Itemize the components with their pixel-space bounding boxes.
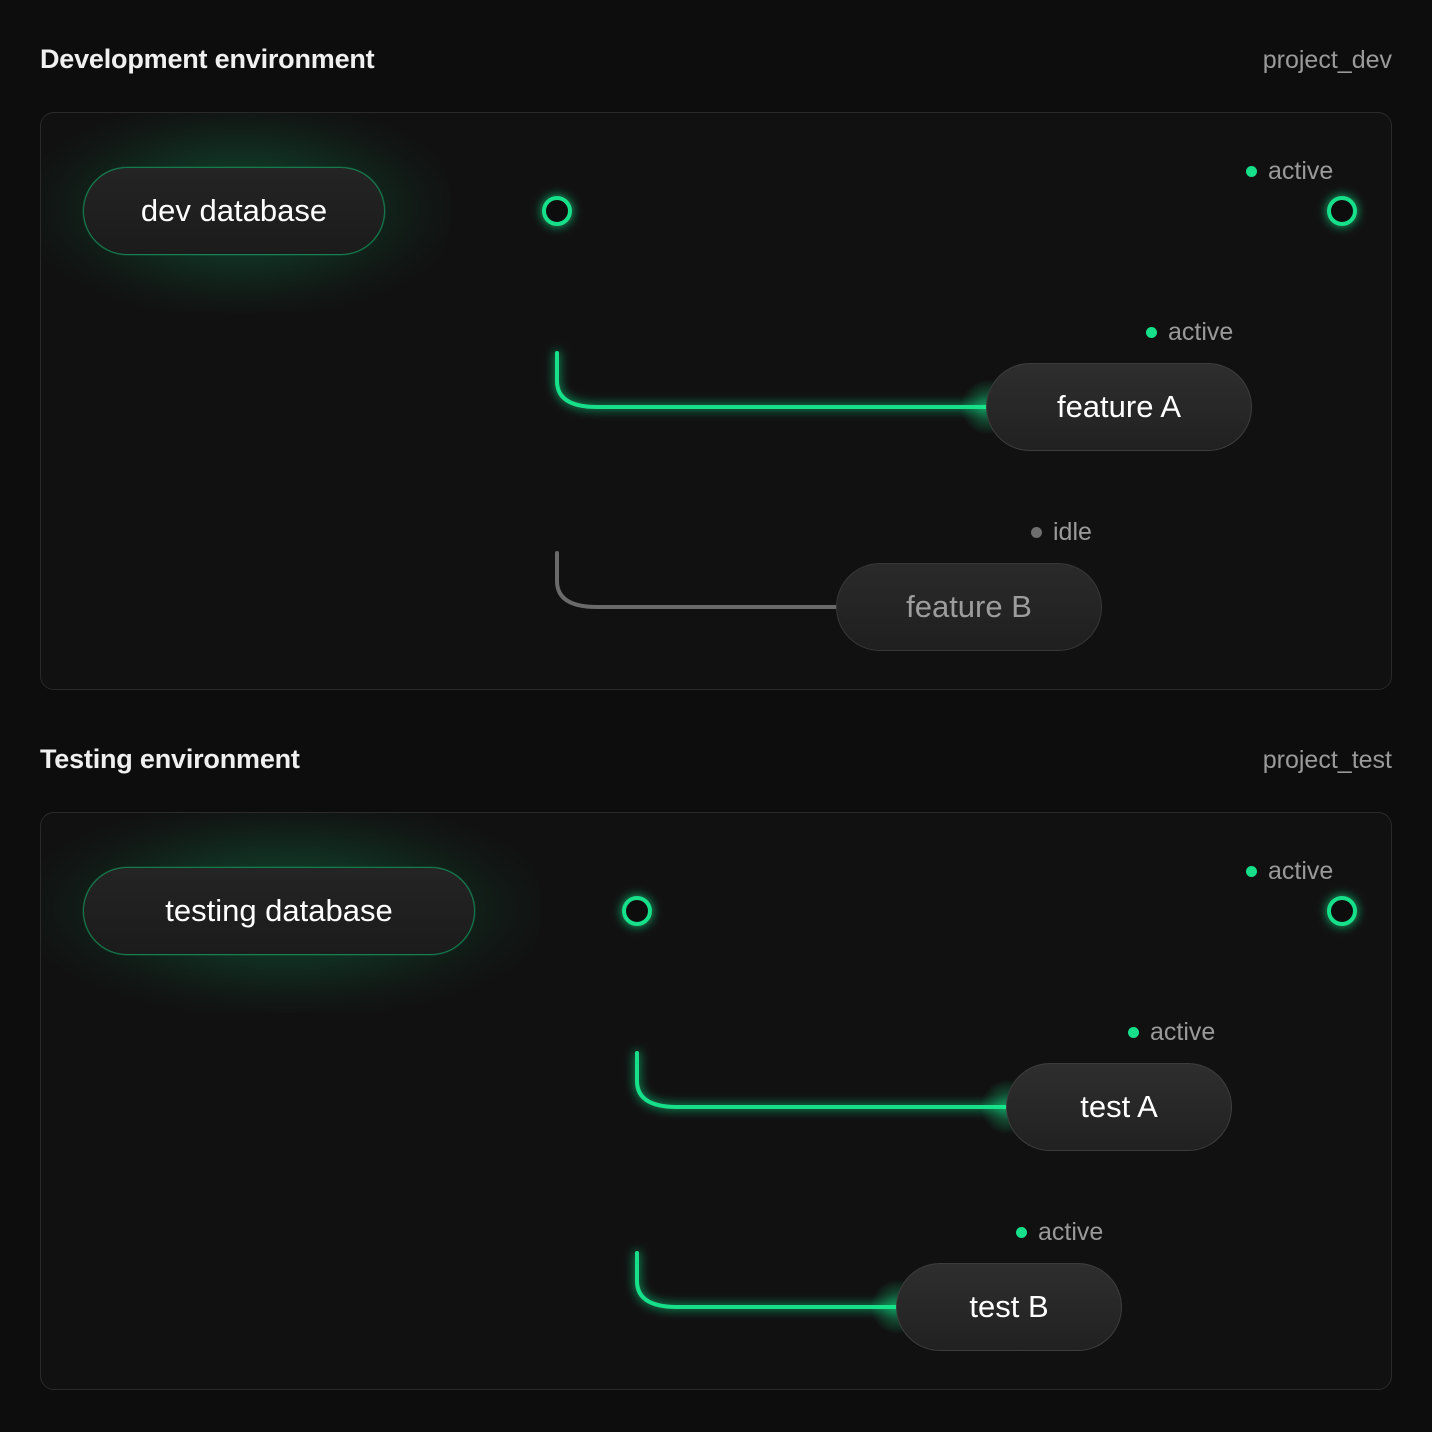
- node-label: feature A: [1057, 389, 1181, 425]
- endpoint-node-development: [1329, 198, 1355, 224]
- panel-development: dev database active active feature A idl…: [40, 112, 1392, 690]
- status-label: active: [1268, 857, 1333, 886]
- junction-node-testing: [624, 898, 650, 924]
- status-badge-trunk-testing: active: [1246, 857, 1333, 886]
- node-label: feature B: [906, 589, 1032, 625]
- status-badge-test-a: active: [1128, 1018, 1215, 1047]
- edge-to-test-a: [637, 1053, 1007, 1107]
- status-badge-trunk-development: active: [1246, 157, 1333, 186]
- status-dot-icon: [1031, 527, 1042, 538]
- edge-to-test-b: [637, 1253, 897, 1307]
- status-label: active: [1150, 1018, 1215, 1047]
- status-badge-feature-b: idle: [1031, 518, 1092, 547]
- status-label: idle: [1053, 518, 1092, 547]
- node-testing-database[interactable]: testing database: [83, 867, 475, 955]
- status-dot-icon: [1016, 1227, 1027, 1238]
- status-dot-icon: [1246, 166, 1257, 177]
- node-feature-b[interactable]: feature B: [836, 563, 1102, 651]
- status-label: active: [1038, 1218, 1103, 1247]
- status-dot-icon: [1146, 327, 1157, 338]
- node-label: testing database: [165, 893, 393, 929]
- section-header-testing: Testing environment project_test: [40, 744, 1392, 775]
- node-test-a[interactable]: test A: [1006, 1063, 1232, 1151]
- edge-to-feature-a: [557, 353, 987, 407]
- page-title-testing: Testing environment: [40, 744, 300, 775]
- status-badge-feature-a: active: [1146, 318, 1233, 347]
- page-title-development: Development environment: [40, 44, 374, 75]
- project-name-development: project_dev: [1263, 46, 1392, 75]
- node-test-b[interactable]: test B: [896, 1263, 1122, 1351]
- node-label: test B: [969, 1289, 1048, 1325]
- status-dot-icon: [1128, 1027, 1139, 1038]
- edge-to-feature-b: [557, 553, 837, 607]
- status-badge-test-b: active: [1016, 1218, 1103, 1247]
- junction-node-development: [544, 198, 570, 224]
- node-feature-a[interactable]: feature A: [986, 363, 1252, 451]
- panel-testing: testing database active active test A ac…: [40, 812, 1392, 1390]
- project-name-testing: project_test: [1263, 746, 1392, 775]
- status-label: active: [1168, 318, 1233, 347]
- section-header-development: Development environment project_dev: [40, 44, 1392, 75]
- endpoint-node-testing: [1329, 898, 1355, 924]
- node-label: test A: [1080, 1089, 1158, 1125]
- status-label: active: [1268, 157, 1333, 186]
- status-dot-icon: [1246, 866, 1257, 877]
- node-label: dev database: [141, 193, 327, 229]
- node-dev-database[interactable]: dev database: [83, 167, 385, 255]
